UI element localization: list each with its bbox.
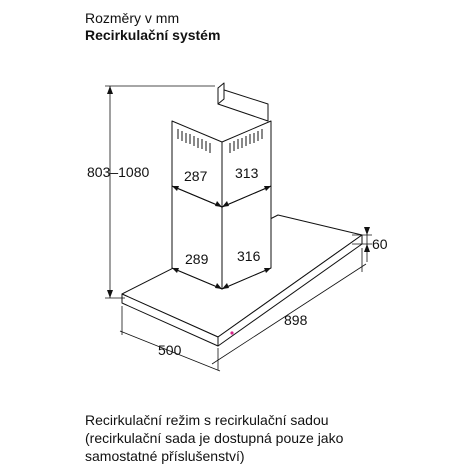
control-indicator-light xyxy=(230,331,234,335)
caption-line-3: samostatné příslušenství) xyxy=(85,448,245,464)
diagram-subtitle: Recirkulační systém xyxy=(85,27,221,43)
diagram-title: Rozměry v mm xyxy=(85,10,180,26)
upper-chimney-width-label: 287 xyxy=(184,168,208,184)
height-range-label: 803–1080 xyxy=(87,164,150,180)
dimension-arrows xyxy=(107,86,370,298)
vent-slots xyxy=(177,129,263,153)
bracket-back-left xyxy=(217,87,269,122)
upper-chimney-depth-label: 313 xyxy=(235,165,259,181)
dimension-lines xyxy=(105,85,372,372)
bracket-back-right xyxy=(217,82,225,105)
caption-line-1: Recirkulační režim s recirkulační sadou xyxy=(85,412,329,428)
lower-chimney-depth-label: 316 xyxy=(237,248,261,264)
canopy-depth-label: 500 xyxy=(158,342,182,358)
canopy-thickness-label: 60 xyxy=(372,236,388,252)
caption-line-2: (recirkulační sada je dostupná pouze jak… xyxy=(85,430,344,446)
lower-chimney-width-label: 289 xyxy=(185,251,209,267)
caption: Recirkulační režim s recirkulační sadou … xyxy=(85,411,465,465)
canopy-width-label: 898 xyxy=(284,312,308,328)
